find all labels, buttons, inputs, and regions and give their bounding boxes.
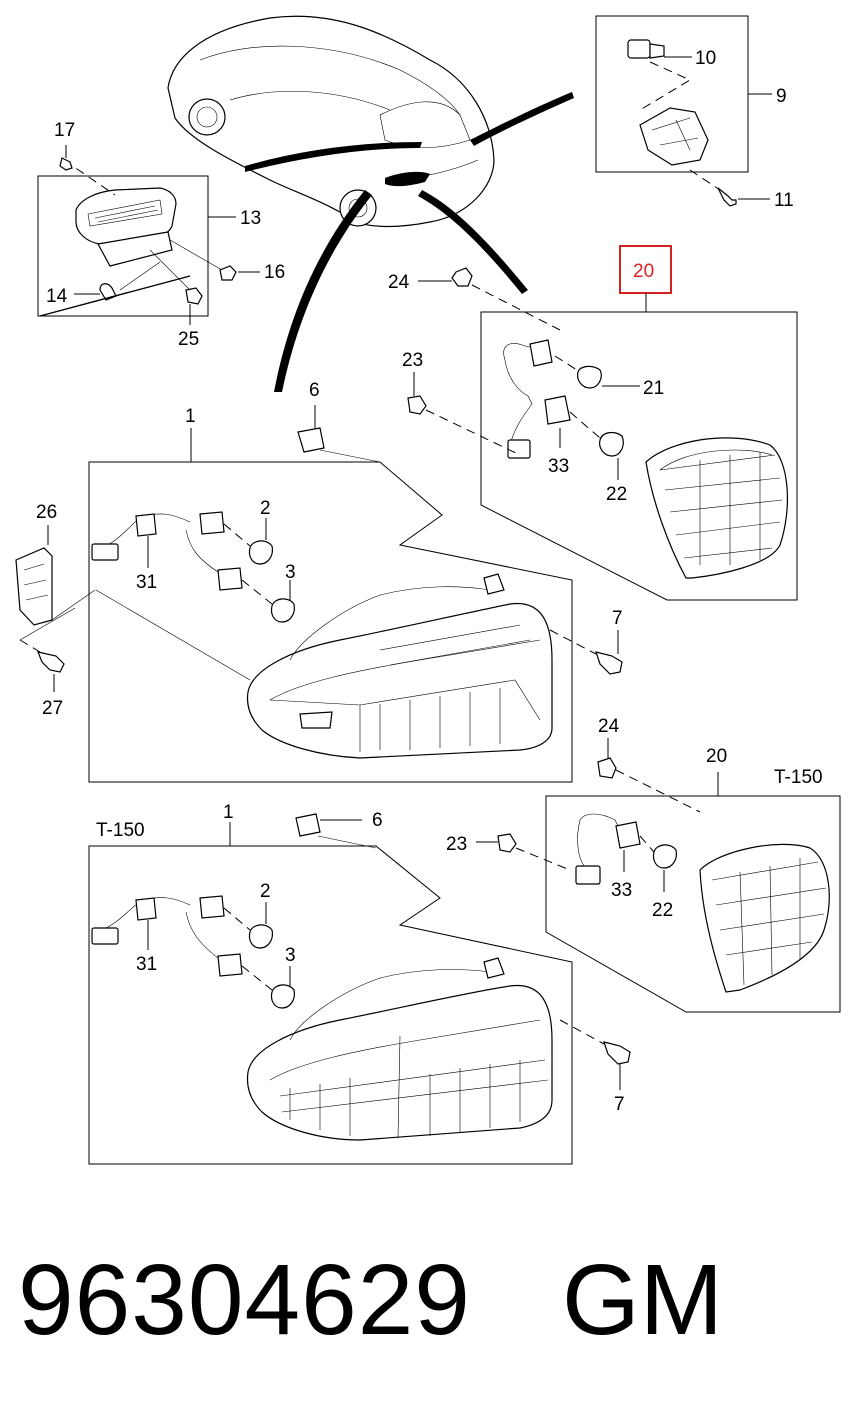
- callout-box-1-upper: [88, 428, 573, 783]
- screw-7-upper: [549, 629, 623, 675]
- nut-23-top: [407, 372, 521, 456]
- label-11: 11: [774, 190, 794, 211]
- bracket-26: [15, 525, 96, 641]
- screw-7-lower: [559, 1019, 631, 1090]
- callout-labels: 10 9 11 17 13 16 14 25 24 20 21 23 6 1 3…: [36, 48, 823, 1115]
- label-2-upper: 2: [260, 498, 271, 519]
- label-3-upper: 3: [285, 562, 296, 583]
- bulb-holder-6-top: [297, 405, 381, 463]
- part-footer: 96304629 GM: [0, 1240, 860, 1380]
- label-31-upper: 31: [136, 572, 157, 593]
- label-23-lower: 23: [446, 834, 467, 855]
- label-22-upper: 22: [606, 484, 627, 505]
- screw-25: [149, 249, 203, 325]
- label-22-lower: 22: [652, 900, 673, 921]
- label-1-upper: 1: [185, 406, 196, 427]
- brand-name: GM: [562, 1244, 724, 1356]
- label-27: 27: [42, 698, 63, 719]
- label-t150-right: T-150: [774, 767, 823, 788]
- label-33-upper: 33: [548, 456, 569, 477]
- label-25: 25: [178, 329, 199, 350]
- label-13: 13: [240, 208, 261, 229]
- label-21: 21: [643, 378, 664, 399]
- label-20-highlight: 20: [633, 261, 654, 282]
- label-23-top: 23: [402, 350, 423, 371]
- label-16: 16: [264, 262, 285, 283]
- part-number: 96304629: [18, 1244, 471, 1356]
- label-1-lower: 1: [223, 802, 234, 823]
- label-7-upper: 7: [612, 608, 623, 629]
- callout-box-9: [595, 15, 772, 173]
- callout-box-13: [37, 159, 236, 317]
- callout-box-20-upper: [480, 311, 798, 601]
- callout-box-1-lower: [88, 822, 573, 1165]
- label-6-lower: 6: [372, 810, 383, 831]
- label-3-lower: 3: [285, 945, 296, 966]
- nut-16: [169, 239, 260, 281]
- callout-20-highlight: [619, 245, 672, 312]
- nut-24-top: [418, 267, 561, 331]
- label-31-lower: 31: [136, 954, 157, 975]
- callout-box-20-lower: [545, 772, 841, 1013]
- nut-24-lower: [597, 738, 701, 813]
- label-7-lower: 7: [614, 1094, 625, 1115]
- label-24-lower: 24: [598, 716, 620, 737]
- label-6-top: 6: [309, 380, 320, 401]
- car-illustration: [167, 15, 495, 228]
- nut-23-lower: [476, 833, 571, 871]
- label-26: 26: [36, 502, 57, 523]
- label-33-lower: 33: [611, 880, 632, 901]
- label-t150-left: T-150: [96, 820, 145, 841]
- screw-27: [19, 639, 65, 692]
- label-17: 17: [54, 120, 75, 141]
- screw-17: [59, 145, 73, 171]
- label-9: 9: [776, 86, 787, 107]
- label-2-lower: 2: [260, 881, 271, 902]
- screw-11: [689, 169, 770, 207]
- label-20-lower: 20: [706, 746, 727, 767]
- label-14: 14: [46, 286, 68, 307]
- label-10: 10: [695, 48, 716, 69]
- bulb-holder-6-lower: [295, 813, 377, 849]
- label-24-top: 24: [388, 272, 410, 293]
